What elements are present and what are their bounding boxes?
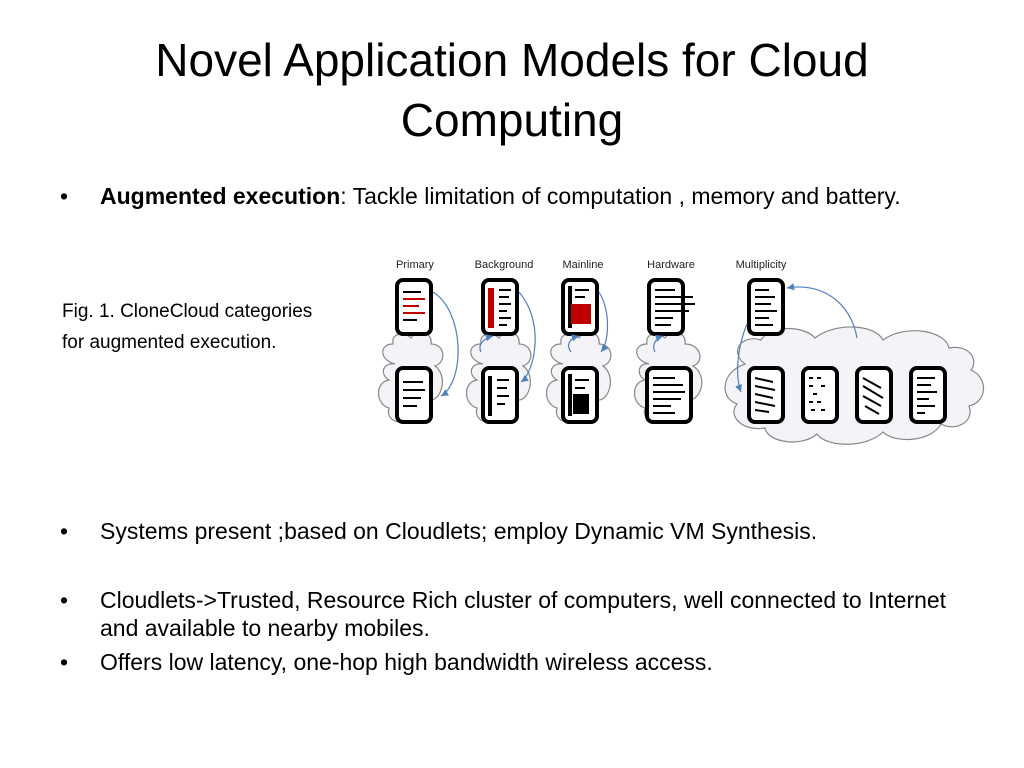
bullet-icon: •: [60, 518, 69, 544]
phone-icon-primary-device: [395, 278, 433, 336]
clonecloud-figure: Primary Background Mainline Hardware Mul…: [377, 259, 985, 445]
figure-caption: Fig. 1. CloneCloud categories for augmen…: [62, 296, 312, 358]
figure-label-mainline: Mainline: [563, 259, 604, 271]
clone-icon-hardware: [645, 366, 693, 424]
bullet-icon: •: [60, 587, 69, 613]
phone-icon-multiplicity-device: [747, 278, 785, 336]
clone-icon-mainline: [561, 366, 599, 424]
clone-icon-multiplicity-2: [801, 366, 839, 424]
bullet-text: Augmented execution: Tackle limitation o…: [100, 182, 980, 210]
figure-label-hardware: Hardware: [647, 259, 695, 271]
bullet-text: Cloudlets->Trusted, Resource Rich cluste…: [100, 587, 947, 641]
caption-line-2: for augmented execution.: [62, 332, 277, 353]
slide-title-line-1: Novel Application Models for Cloud: [155, 34, 869, 86]
bullet-text: Offers low latency, one-hop high bandwid…: [100, 649, 713, 675]
bullet-cloudlets: • Cloudlets->Trusted, Resource Rich clus…: [60, 586, 980, 642]
bullet-augmented-execution: • Augmented execution: Tackle limitation…: [60, 182, 980, 210]
slide-title-line-2: Computing: [400, 94, 624, 146]
bullet-icon: •: [60, 183, 69, 209]
clone-icon-multiplicity-1: [747, 366, 785, 424]
phone-icon-hardware-device: [647, 278, 695, 336]
clone-icon-multiplicity-3: [855, 366, 893, 424]
bullet-icon: •: [60, 649, 69, 675]
figure-label-background: Background: [475, 259, 534, 271]
bullet-systems-present: • Systems present ;based on Cloudlets; e…: [60, 517, 980, 545]
bullet-low-latency: • Offers low latency, one-hop high bandw…: [60, 648, 980, 676]
bullet-bold-term: Augmented execution: [100, 183, 341, 209]
caption-line-1: Fig. 1. CloneCloud categories: [62, 301, 313, 322]
bullet-text: Systems present ;based on Cloudlets; emp…: [100, 518, 818, 544]
phone-icon-mainline-device: [561, 278, 599, 336]
figure-label-multiplicity: Multiplicity: [736, 259, 787, 271]
bullet-description: : Tackle limitation of computation , mem…: [340, 183, 901, 209]
clone-icon-background: [481, 366, 519, 424]
slide-title: Novel Application Models for Cloud Compu…: [0, 30, 1024, 150]
offload-arrows: [432, 283, 858, 397]
phone-icon-background-device: [481, 278, 519, 336]
clone-icon-multiplicity-4: [909, 366, 947, 424]
figure-label-primary: Primary: [396, 259, 434, 271]
clone-icon-primary: [395, 366, 433, 424]
